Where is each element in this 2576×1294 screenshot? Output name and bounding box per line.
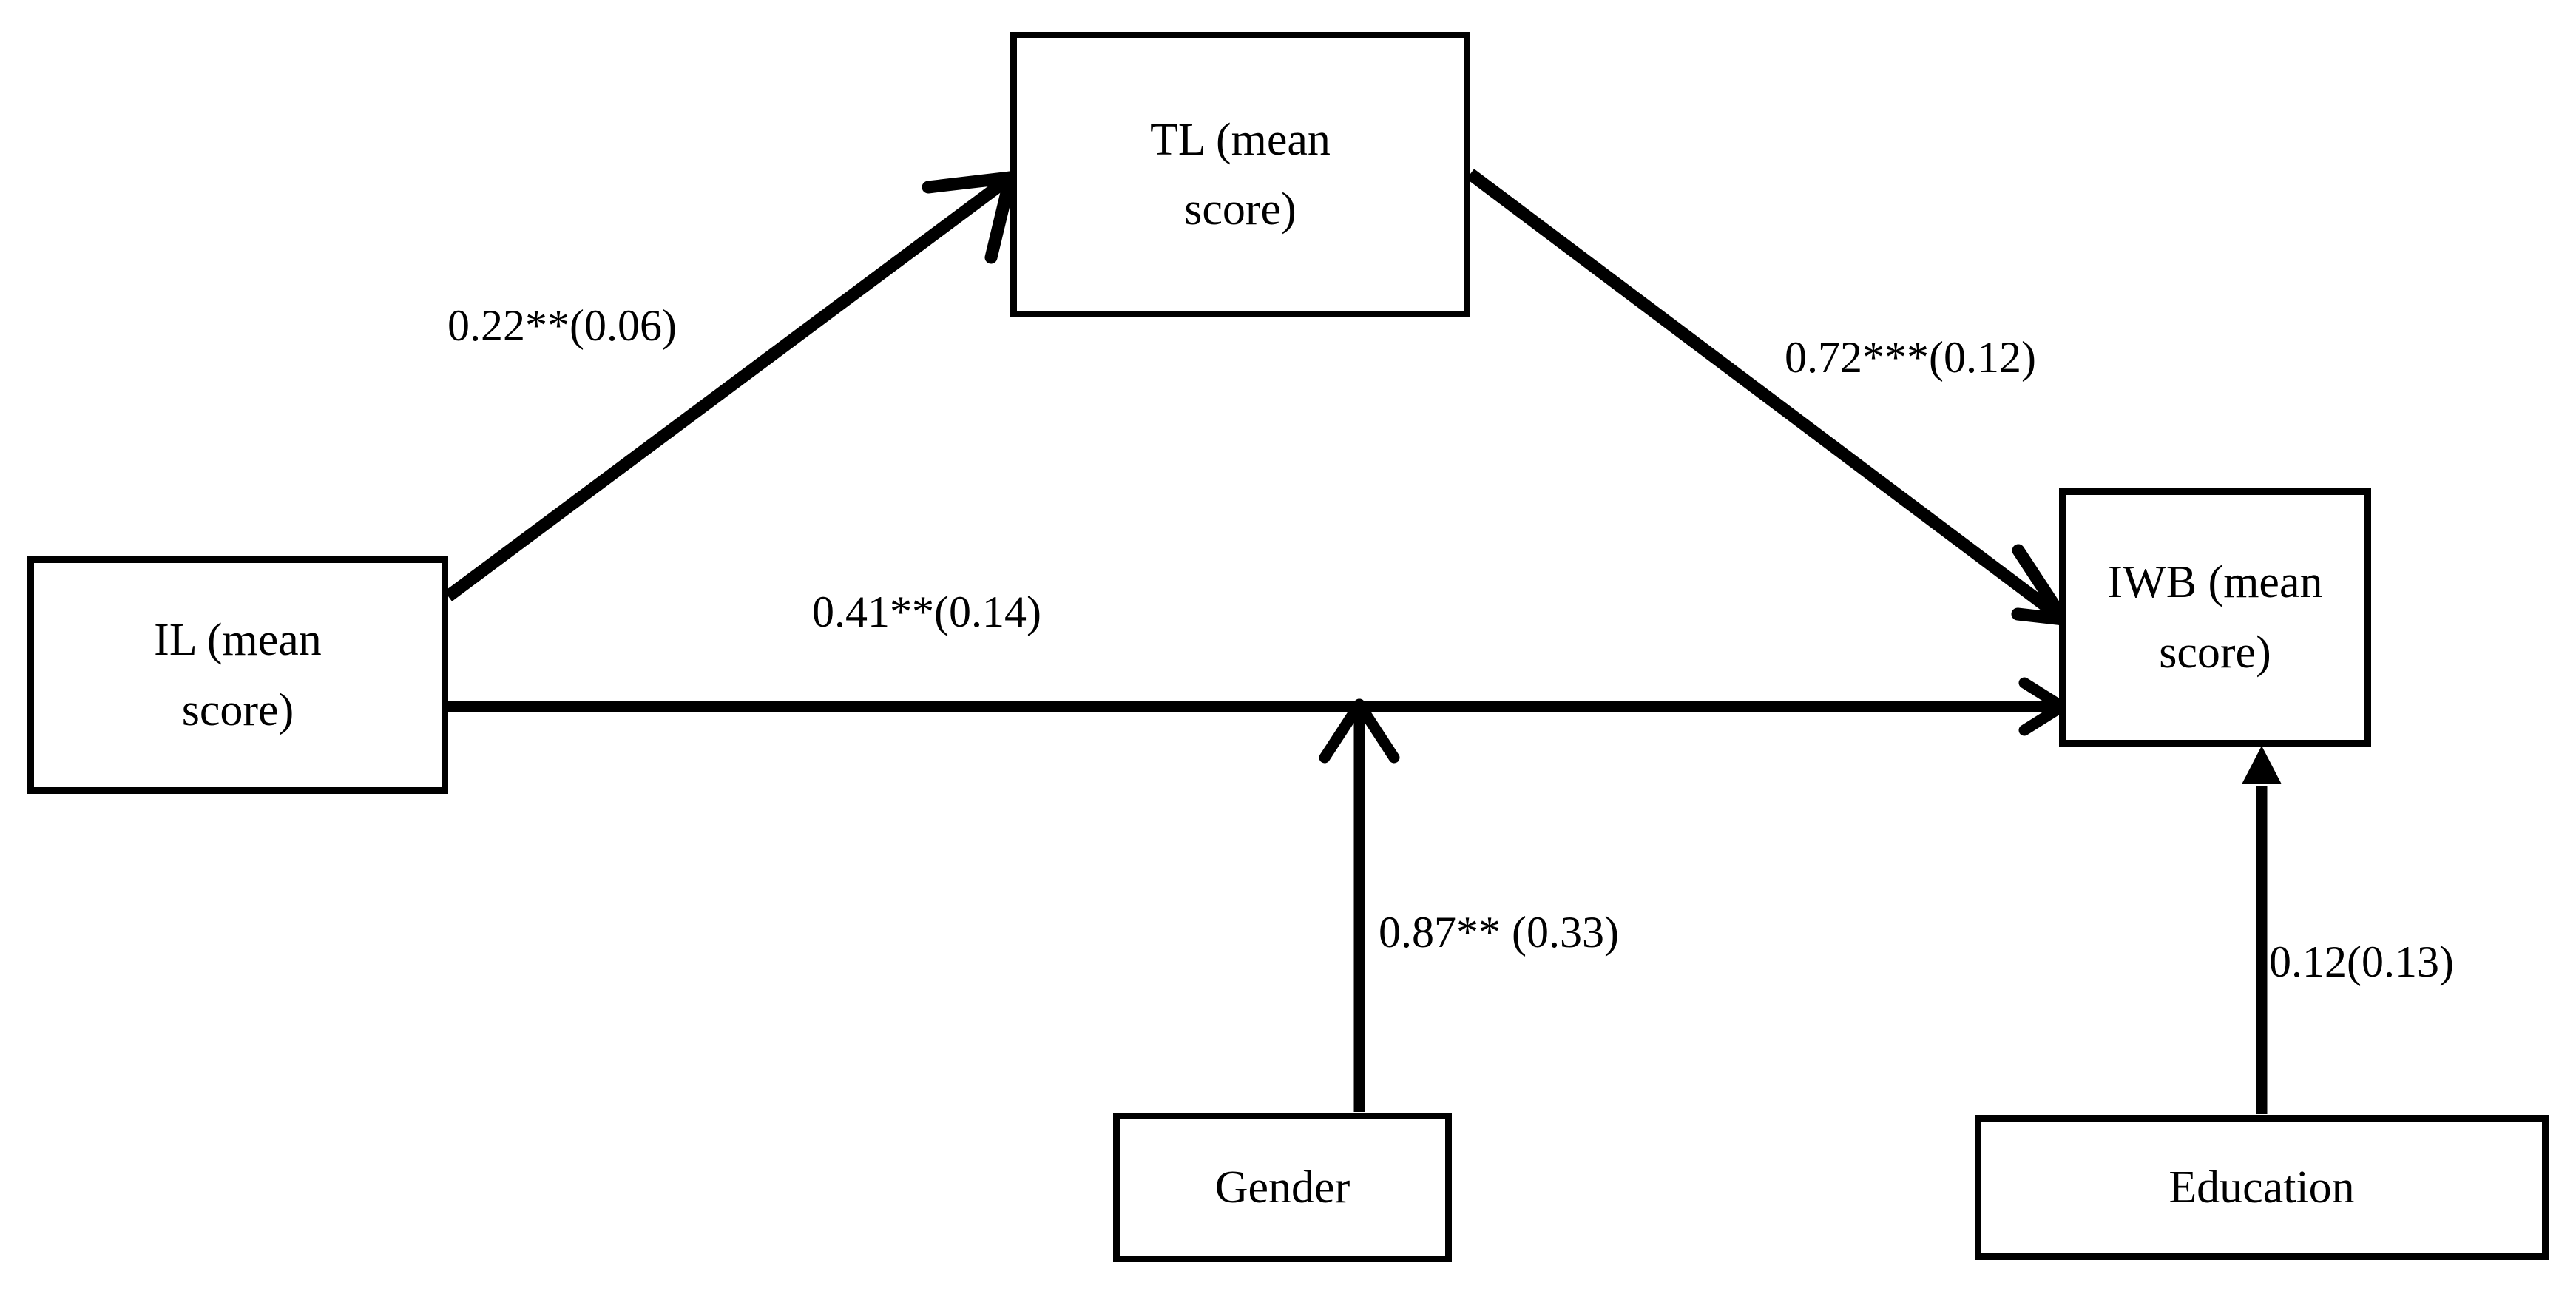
node-iwb[interactable]: IWB (mean score) bbox=[2059, 488, 2371, 747]
node-tl-line1: TL (mean bbox=[1150, 114, 1331, 165]
edge-label-gender-to-iwb: 0.87** (0.33) bbox=[1379, 908, 1619, 957]
edge-label-education-to-iwb: 0.12(0.13) bbox=[2269, 937, 2454, 986]
node-tl-line2: score) bbox=[1184, 184, 1297, 235]
arrow-tl-to-iwb bbox=[1466, 169, 2070, 626]
arrow-gender-to-iwb bbox=[1319, 698, 1400, 1112]
node-education[interactable]: Education bbox=[1975, 1115, 2549, 1260]
node-il-line1: IL (mean bbox=[154, 615, 322, 666]
node-education-label: Education bbox=[2168, 1162, 2355, 1213]
edge-label-il-to-iwb: 0.41**(0.14) bbox=[812, 587, 1041, 636]
arrow-education-to-iwb bbox=[2242, 746, 2282, 1114]
node-il[interactable]: IL (mean score) bbox=[27, 556, 448, 794]
node-iwb-line1: IWB (mean bbox=[2107, 557, 2323, 608]
edge-label-tl-to-iwb: 0.72***(0.12) bbox=[1785, 333, 2036, 382]
edge-label-il-to-tl: 0.22**(0.06) bbox=[447, 301, 677, 350]
node-gender-label: Gender bbox=[1214, 1162, 1350, 1213]
node-il-line2: score) bbox=[181, 684, 294, 735]
node-tl[interactable]: TL (mean score) bbox=[1010, 32, 1470, 317]
arrow-il-to-iwb bbox=[448, 677, 2068, 736]
node-iwb-line2: score) bbox=[2159, 627, 2271, 678]
arrow-il-to-tl bbox=[444, 171, 1017, 601]
node-gender[interactable]: Gender bbox=[1113, 1113, 1452, 1262]
